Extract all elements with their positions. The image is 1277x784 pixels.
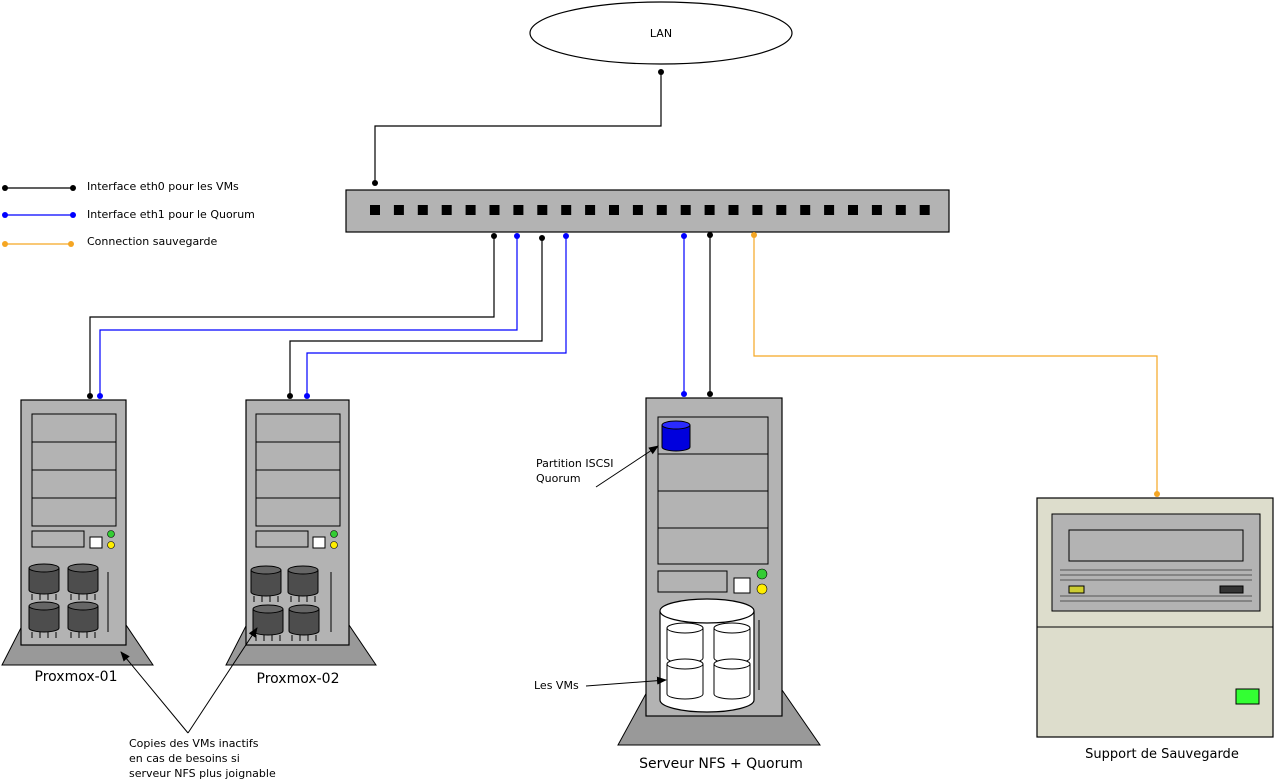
nfs-server-label: Serveur NFS + Quorum	[639, 756, 803, 772]
switch-port	[895, 205, 906, 215]
switch-port	[871, 205, 882, 215]
switch-port	[776, 205, 787, 215]
disk-icon	[250, 565, 282, 602]
switch-port	[680, 205, 691, 215]
switch-port	[441, 205, 452, 215]
proxmox-01-server: Proxmox-01	[1, 399, 154, 685]
switch-port	[417, 205, 428, 215]
nfs-quorum-server: Serveur NFS + Quorum	[617, 397, 821, 772]
lan-label: LAN	[650, 27, 672, 40]
disk-icon	[28, 563, 60, 600]
copies-annotation-line-1: Copies des VMs inactifs	[129, 737, 259, 750]
copies-annotation-line-3: serveur NFS plus joignable	[129, 767, 276, 780]
vm-disk-icon	[666, 658, 704, 700]
copies-annotation-line-2: en cas de besoins si	[129, 752, 240, 765]
disk-icon	[67, 601, 99, 638]
switch-port	[632, 205, 643, 215]
vms-annotation: Les VMs	[534, 676, 667, 692]
copies-annotation: Copies des VMs inactifs en cas de besoin…	[120, 627, 276, 780]
switch-port	[465, 205, 476, 215]
legend: Interface eth0 pour les VMs Interface et…	[2, 180, 255, 248]
disk-icon	[67, 563, 99, 600]
switch-port	[848, 205, 858, 215]
lan-uplink-start	[372, 180, 378, 186]
disk-icon	[288, 604, 320, 641]
switch-port	[561, 205, 572, 215]
switch-port	[919, 205, 930, 215]
iscsi-annotation-line-1: Partition ISCSI	[536, 457, 613, 470]
vm-disk-icon	[666, 622, 704, 664]
switch-port	[824, 205, 835, 215]
lan-node: LAN	[529, 1, 793, 65]
legend-backup-label: Connection sauvegarde	[87, 235, 217, 248]
disk-icon	[287, 565, 319, 602]
network-switch	[345, 189, 950, 233]
proxmox-01-label: Proxmox-01	[35, 669, 118, 685]
switch-port	[728, 205, 739, 215]
switch-port	[585, 205, 596, 215]
vms-annotation-label: Les VMs	[534, 679, 579, 692]
backup-device-label: Support de Sauvegarde	[1085, 747, 1239, 762]
iscsi-partition-disk	[661, 420, 691, 452]
lan-uplink-line	[374, 72, 662, 183]
cables	[87, 232, 1160, 497]
legend-eth0-label: Interface eth0 pour les VMs	[87, 180, 239, 193]
switch-port	[609, 205, 619, 215]
switch-port	[800, 205, 811, 215]
switch-port	[513, 205, 524, 215]
switch-port	[489, 205, 500, 215]
switch-port	[656, 205, 667, 215]
proxmox-02-label: Proxmox-02	[257, 671, 340, 687]
lan-uplink-end	[658, 69, 664, 75]
backup-device: Support de Sauvegarde	[1036, 497, 1274, 762]
switch-port	[752, 205, 763, 215]
iscsi-annotation: Partition ISCSI Quorum	[536, 445, 659, 488]
disk-icon	[28, 601, 60, 638]
switch-port	[704, 205, 715, 215]
iscsi-annotation-line-2: Quorum	[536, 472, 581, 485]
vm-disk-icon	[713, 622, 751, 664]
switch-port	[393, 205, 404, 215]
switch-port	[370, 205, 380, 215]
proxmox-02-server: Proxmox-02	[225, 399, 377, 687]
vm-disk-icon	[713, 658, 751, 700]
legend-eth1-label: Interface eth1 pour le Quorum	[87, 208, 255, 221]
switch-port	[537, 205, 548, 215]
